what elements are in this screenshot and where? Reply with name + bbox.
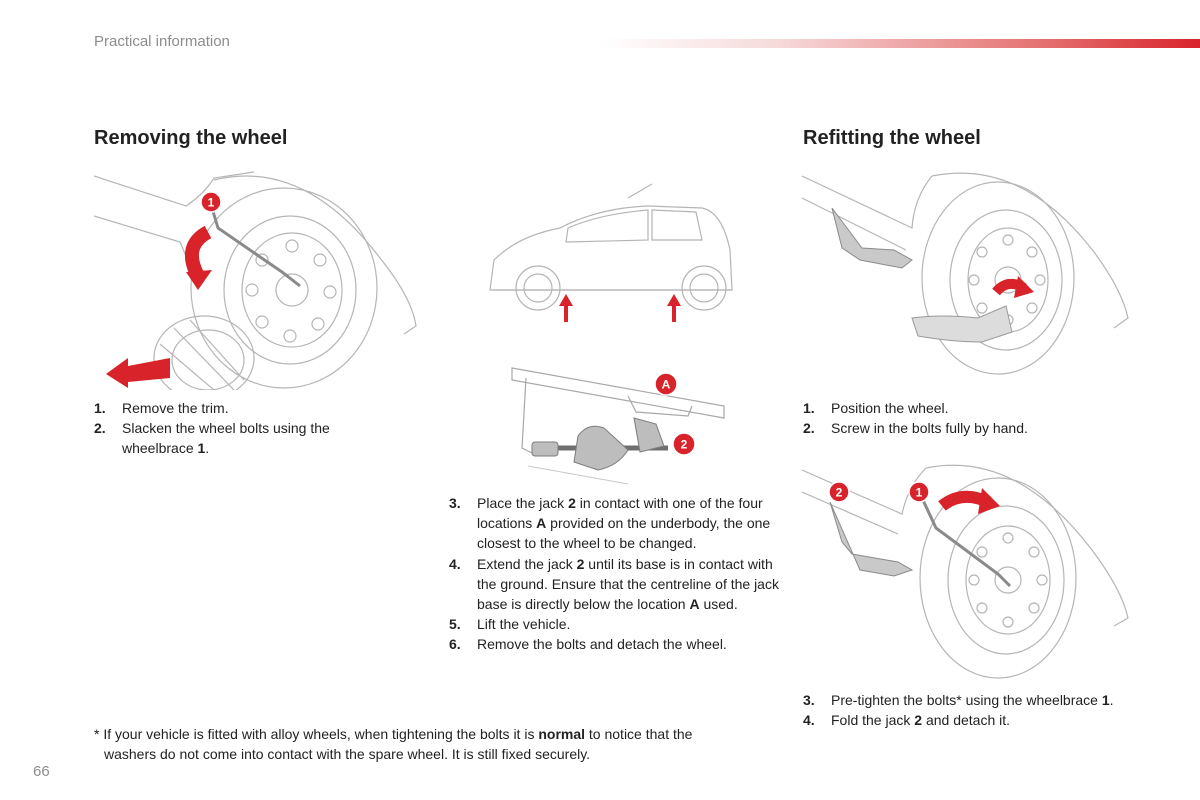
list-item: 1. Remove the trim. bbox=[94, 398, 394, 418]
step-number: 5. bbox=[449, 616, 461, 633]
step-ref: 1 bbox=[197, 440, 206, 457]
step-number: 3. bbox=[803, 692, 815, 708]
refitting-steps-bottom-list: 3. Pre-tighten the bolts* using the wheel… bbox=[803, 690, 1163, 730]
callout-badge: 1 bbox=[908, 481, 930, 503]
step-number: 1. bbox=[94, 400, 106, 416]
step-text: until its base is in contact with the gr… bbox=[477, 555, 779, 613]
pretighten-bolts-illustration bbox=[802, 464, 1129, 679]
callout-1-label: 1 bbox=[916, 486, 923, 500]
step-number: 2. bbox=[803, 420, 815, 437]
step-text: . bbox=[1109, 692, 1114, 708]
page-number: 66 bbox=[33, 763, 50, 780]
list-item: 3. Place the jack 2 in contact with one o… bbox=[449, 493, 779, 554]
removing-wheel-illustration bbox=[94, 171, 417, 390]
step-text: in contact with one of the four location… bbox=[477, 495, 763, 532]
step-number: 4. bbox=[449, 555, 461, 572]
step-text: used. bbox=[699, 596, 738, 613]
callout-2-label: 2 bbox=[681, 438, 688, 452]
step-text: . bbox=[205, 440, 210, 457]
step-number: 2. bbox=[94, 420, 106, 437]
step-number: 6. bbox=[449, 636, 461, 653]
step-text: Remove the bolts and detach the wheel. bbox=[477, 636, 727, 653]
callout-badge: 2 bbox=[672, 432, 696, 456]
section-header: Practical information bbox=[94, 33, 230, 50]
step-number: 3. bbox=[449, 495, 461, 511]
callout-badge: 1 bbox=[200, 191, 222, 213]
list-item: 2. Slacken the wheel bolts using the whee… bbox=[94, 418, 394, 458]
step-text: provided on the underbody, the one close… bbox=[477, 515, 771, 552]
car-jacking-points-illustration bbox=[489, 183, 733, 322]
callout-A-label: A bbox=[662, 378, 671, 392]
callout-2-label: 2 bbox=[836, 486, 843, 500]
step-text: and detach it. bbox=[922, 712, 1011, 729]
list-item: 1. Position the wheel. bbox=[803, 398, 1143, 418]
callout-badge: 2 bbox=[828, 481, 850, 503]
refit-wheel-hand-illustration bbox=[802, 172, 1129, 375]
step-text: Screw in the bolts fully by hand. bbox=[831, 420, 1028, 437]
middle-steps-list: 3. Place the jack 2 in contact with one o… bbox=[449, 493, 779, 655]
step-text: Slacken the wheel bolts using the wheelb… bbox=[122, 420, 330, 457]
list-item: 4. Fold the jack 2 and detach it. bbox=[803, 710, 1163, 730]
step-number: 1. bbox=[803, 400, 815, 416]
callout-badge: A bbox=[654, 372, 678, 396]
list-item: 4. Extend the jack 2 until its base is in… bbox=[449, 554, 779, 615]
step-ref: 2 bbox=[576, 555, 585, 572]
step-text: Place the jack bbox=[477, 495, 569, 511]
step-text: Pre-tighten the bolts* using the wheelbr… bbox=[831, 692, 1102, 708]
list-item: 5. Lift the vehicle. bbox=[449, 614, 779, 634]
step-text: Remove the trim. bbox=[122, 400, 229, 416]
removing-title: Removing the wheel bbox=[94, 127, 288, 149]
header-accent-bar bbox=[600, 39, 1200, 48]
step-number: 4. bbox=[803, 712, 815, 729]
footnote: * If your vehicle is fitted with alloy w… bbox=[94, 724, 774, 764]
list-item: 6. Remove the bolts and detach the wheel. bbox=[449, 634, 779, 654]
step-text: Extend the jack bbox=[477, 555, 577, 572]
step-ref: 2 bbox=[568, 495, 576, 511]
footnote-bold: normal bbox=[538, 726, 586, 742]
step-ref: 1 bbox=[1101, 692, 1110, 708]
step-ref: 2 bbox=[914, 712, 923, 729]
footnote-text: * If your vehicle is fitted with alloy w… bbox=[94, 726, 539, 742]
list-item: 2. Screw in the bolts fully by hand. bbox=[803, 418, 1143, 438]
jack-positioning-illustration bbox=[511, 367, 725, 485]
step-ref: A bbox=[689, 596, 700, 613]
refitting-steps-top-list: 1. Position the wheel. 2. Screw in the bol… bbox=[803, 398, 1143, 438]
step-text: Position the wheel. bbox=[831, 400, 949, 416]
callout-1-label: 1 bbox=[208, 196, 215, 210]
list-item: 3. Pre-tighten the bolts* using the wheel… bbox=[803, 690, 1163, 710]
footnote-text: to notice that the bbox=[585, 726, 693, 742]
step-text: Fold the jack bbox=[831, 712, 915, 729]
footnote-text: washers do not come into contact with th… bbox=[104, 746, 591, 763]
refitting-title: Refitting the wheel bbox=[803, 127, 981, 149]
step-text: Lift the vehicle. bbox=[477, 616, 571, 633]
removing-steps-list: 1. Remove the trim. 2. Slacken the wheel b… bbox=[94, 398, 394, 459]
step-ref: A bbox=[536, 515, 547, 532]
